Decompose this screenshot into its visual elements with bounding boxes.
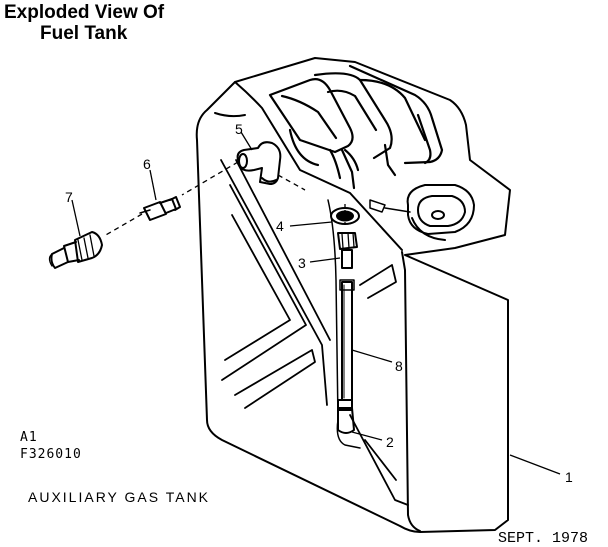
callout-4: 4 [276, 218, 284, 234]
callout-8: 8 [395, 358, 403, 374]
callout-6: 6 [143, 156, 151, 172]
leader-lines [71, 131, 561, 475]
callout-3: 3 [298, 255, 306, 271]
diagram-date: SEPT. 1978 [498, 530, 589, 547]
diagram-title-line-2: Fuel Tank [40, 23, 128, 44]
callout-5: 5 [235, 121, 243, 137]
tank-inner-outline [327, 199, 361, 449]
reference-code-line-2: F326010 [20, 447, 82, 462]
pickup-tube [339, 279, 355, 401]
callout-labels: 5 6 7 4 3 8 2 1 [65, 121, 573, 485]
filler-cap [369, 184, 475, 241]
tank-handles [268, 64, 444, 190]
callout-2: 2 [386, 434, 394, 450]
reference-code-line-1: A1 [20, 430, 38, 445]
diagram-caption: AUXILIARY GAS TANK [28, 489, 211, 505]
callout-1: 1 [565, 469, 573, 485]
tank-body [195, 57, 511, 533]
callout-7: 7 [65, 189, 73, 205]
elbow-fitting [236, 141, 282, 185]
hex-adapter [337, 232, 358, 269]
diagram-title-line-1: Exploded View Of [4, 2, 165, 23]
nipple-fitting [139, 196, 181, 221]
fuel-connector [48, 231, 103, 269]
